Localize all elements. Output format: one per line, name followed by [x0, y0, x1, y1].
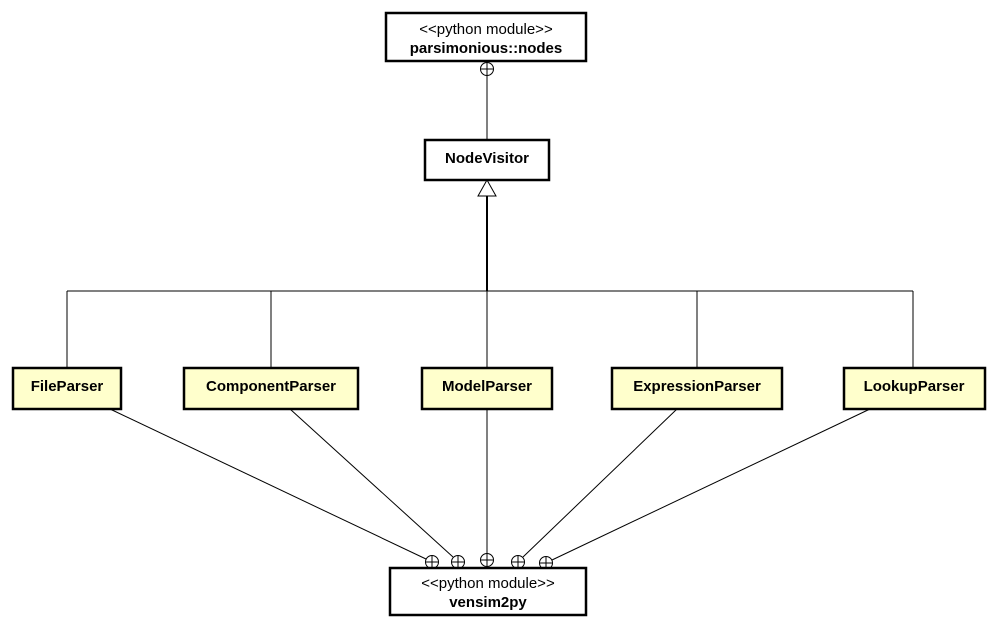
class-expression-parser[interactable]: ExpressionParser — [610, 366, 784, 411]
module-vensim2py[interactable]: <<python module>> vensim2py — [388, 566, 588, 617]
generalization-tree — [66, 178, 914, 368]
module-top-stereotype: <<python module>> — [419, 21, 553, 38]
class-lookup-parser[interactable]: LookupParser — [842, 366, 987, 411]
class-model-parser[interactable]: ModelParser — [420, 366, 554, 411]
class-lookup-parser-name: LookupParser — [864, 378, 965, 395]
class-node-visitor[interactable]: NodeVisitor — [423, 138, 551, 182]
class-model-parser-name: ModelParser — [442, 378, 532, 395]
module-top-name: parsimonious::nodes — [410, 40, 563, 57]
nesting-connector-lookup-parser — [539, 408, 871, 570]
module-parsimonious-nodes[interactable]: <<python module>> parsimonious::nodes — [384, 11, 588, 63]
class-file-parser[interactable]: FileParser — [11, 366, 123, 411]
nesting-connector-nodes — [480, 62, 494, 140]
nesting-connector-model-parser — [480, 409, 494, 567]
nesting-connector-file-parser — [109, 408, 439, 569]
class-component-parser-name: ComponentParser — [206, 378, 336, 395]
generalization-arrowhead — [477, 178, 497, 197]
class-expression-parser-name: ExpressionParser — [633, 378, 761, 395]
nesting-connector-component-parser — [289, 408, 465, 569]
class-file-parser-name: FileParser — [31, 378, 104, 395]
module-bottom-name: vensim2py — [449, 594, 527, 611]
class-component-parser[interactable]: ComponentParser — [182, 366, 360, 411]
nesting-connector-expression-parser — [511, 408, 678, 569]
module-bottom-stereotype: <<python module>> — [421, 575, 555, 592]
class-node-visitor-name: NodeVisitor — [445, 150, 529, 167]
